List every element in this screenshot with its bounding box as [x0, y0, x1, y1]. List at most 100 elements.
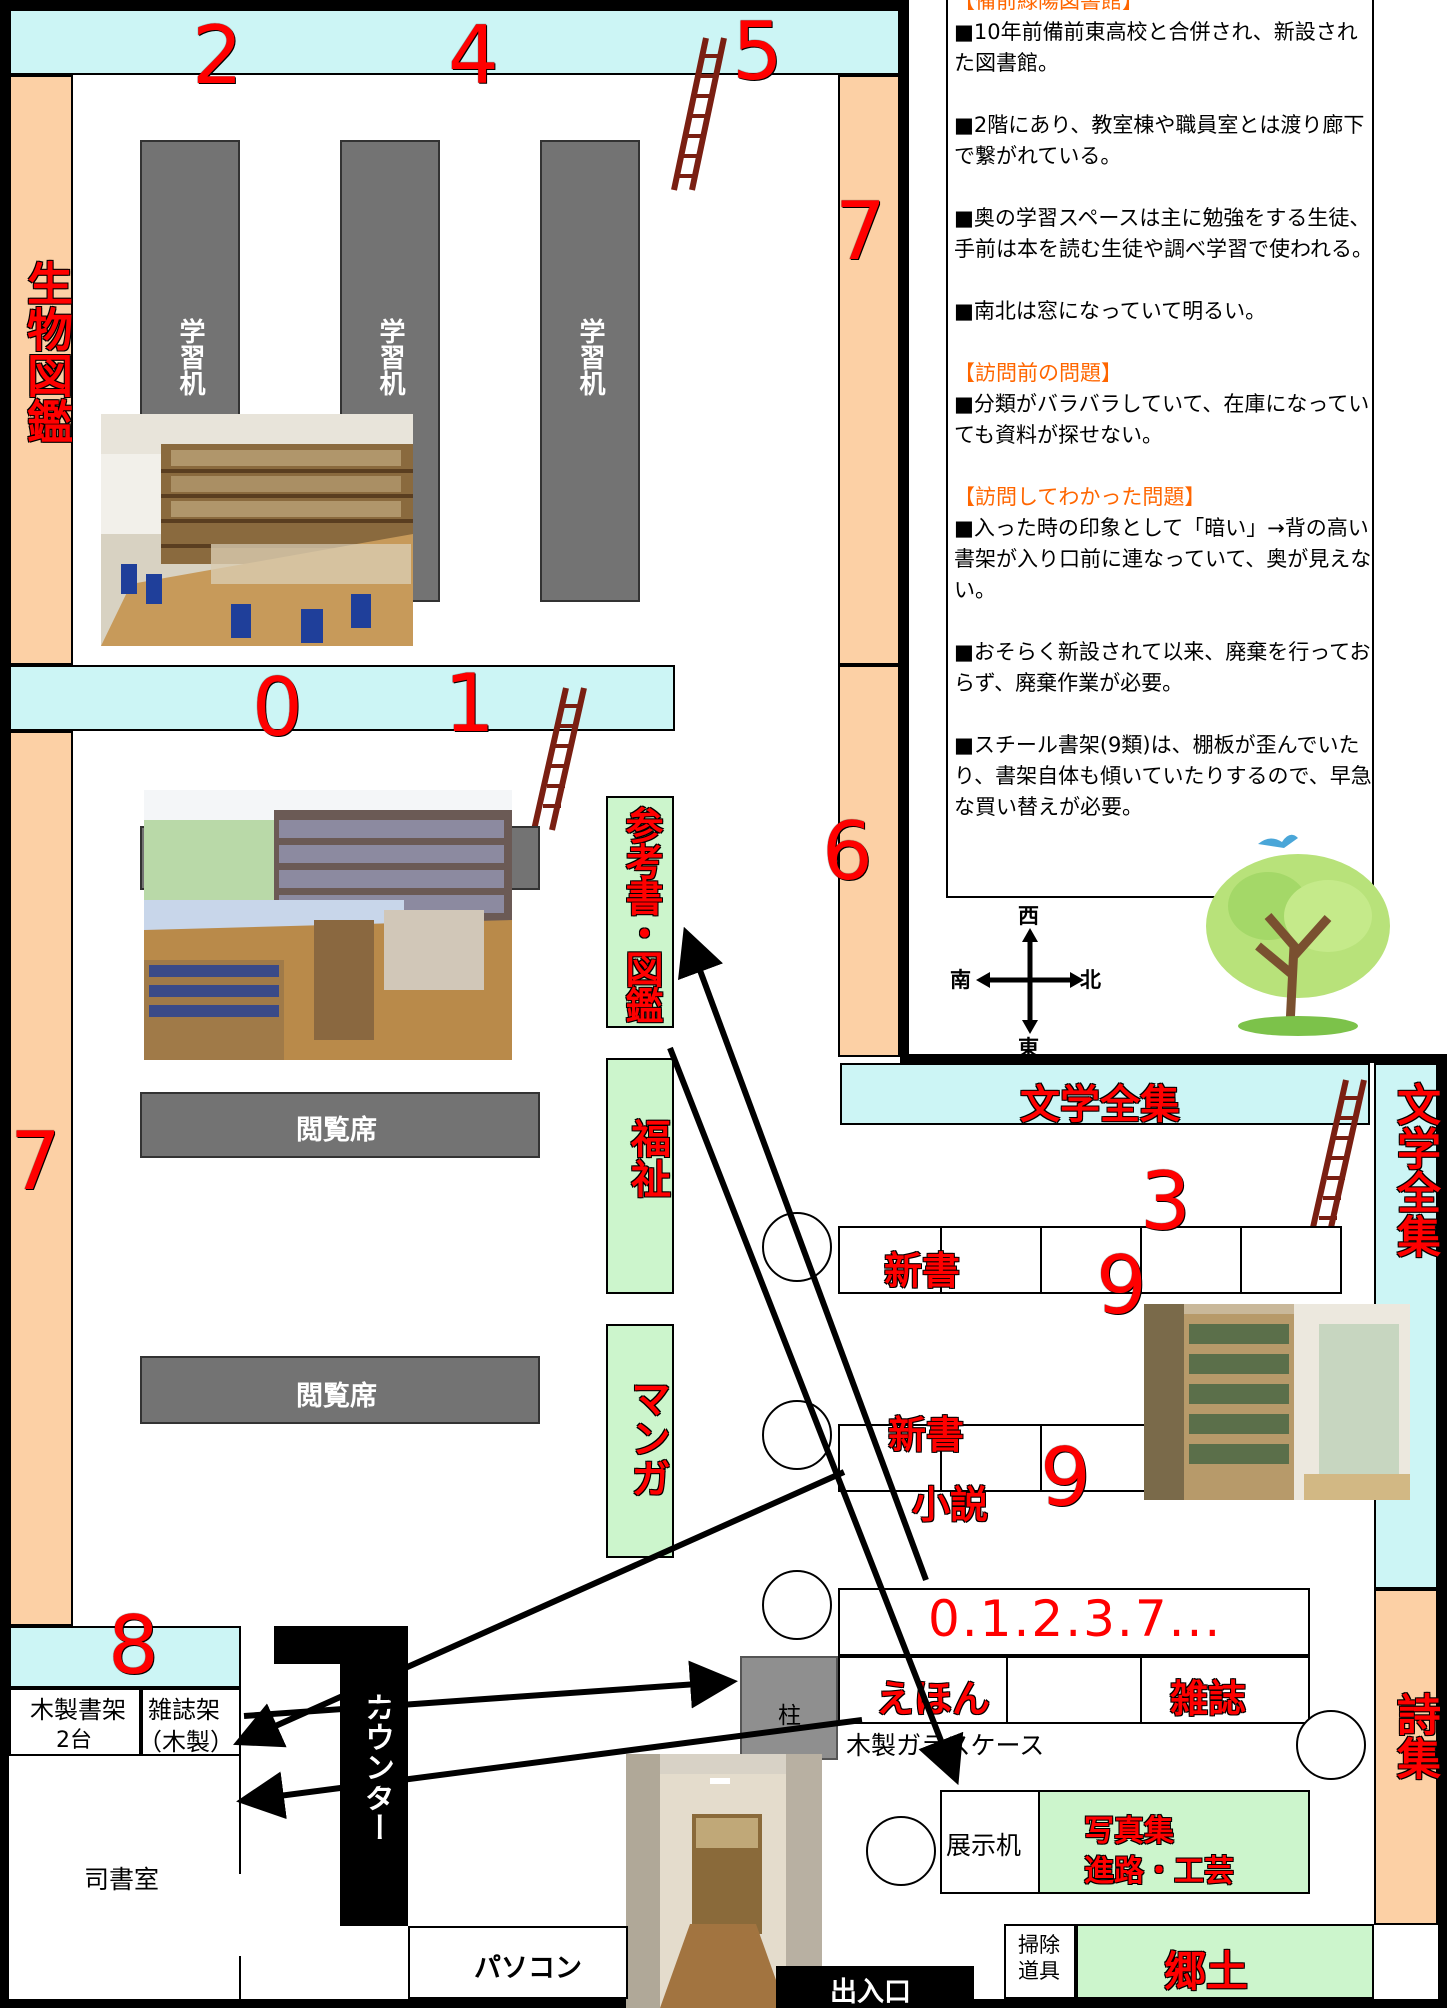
shelf-number-9-b: 9 — [1040, 1431, 1091, 1524]
shelf-literature-horizontal — [840, 1063, 1370, 1125]
counter — [340, 1626, 408, 1926]
notes-paragraph: ■奥の学習スペースは主に勉強をする生徒、手前は本を読む生徒や調べ学習で使われる。 — [954, 206, 1373, 261]
librarian-room-wall — [239, 1956, 241, 2000]
label-manga: マンガ — [624, 1378, 670, 1498]
notes-paragraph: ■10年前備前東高校と合併され、新設された図書館。 — [954, 20, 1358, 75]
pc-area — [408, 1926, 628, 1999]
notes-title: 【備前緑陽図書館】 — [954, 0, 1143, 13]
wood-shelf — [9, 1688, 141, 1756]
label-librarian-room: 司書室 — [84, 1865, 160, 1894]
study-desk-2-label: 学習机 — [375, 318, 405, 396]
shelf-number-7-left: 7 — [10, 1115, 61, 1208]
photo-reading-room — [144, 790, 512, 1060]
shelf-number-7-upper: 7 — [835, 185, 886, 278]
label-literature-horizontal: 文学全集 — [1020, 1082, 1180, 1128]
label-biology-guides: 生物図鑑 — [20, 260, 74, 444]
notes-paragraph: ■入った時の印象として「暗い」→背の高い書架が入り口前に連なっていて、奥が見えな… — [954, 516, 1372, 602]
display-desk-label-cell — [942, 1792, 1040, 1892]
label-poetry: 詩集 — [1389, 1692, 1440, 1780]
shelf-6 — [838, 665, 900, 1057]
label-general-nums: 0.1.2.3.7... — [928, 1590, 1223, 1648]
cleaning-tools-box — [1004, 1924, 1076, 1999]
notes-text: 【備前緑陽図書館】 ■10年前備前東高校と合併され、新設された図書館。 ■2階に… — [954, 0, 1374, 854]
label-welfare: 福祉 — [624, 1118, 670, 1198]
label-shinsho-1: 新書 — [884, 1249, 961, 1293]
shelf-picture-books-magazines — [838, 1656, 1310, 1724]
shelf-poetry — [1374, 1589, 1438, 1925]
shelf-number-6: 6 — [822, 805, 873, 898]
entrance[interactable] — [776, 1966, 974, 2008]
shelf-biology-guides — [9, 75, 73, 665]
label-pc: パソコン — [474, 1953, 582, 1984]
label-magazine-rack: 雑誌架 — [148, 1696, 220, 1724]
reading-seat-1-label: 閲覧席 — [296, 1115, 377, 1146]
notes-paragraph: ■分類がバラバラしていて、在庫になっていても資料が探せない。 — [954, 392, 1370, 447]
shelf-reference-guides — [606, 796, 674, 1028]
outer-wall-left — [0, 0, 9, 2008]
compass: 西 東 南 北 — [948, 900, 1118, 1060]
notes-box — [946, 0, 1374, 898]
shelf-cell — [942, 1426, 1042, 1490]
label-shinsho-2: 新書 — [888, 1413, 965, 1457]
shelf-cell — [1008, 1658, 1142, 1722]
label-entrance: 出入口 — [830, 1977, 911, 2008]
photo-steel-shelves — [1144, 1304, 1410, 1500]
label-cleaning-tools: 掃除道具 — [1018, 1933, 1060, 1983]
shelf-8 — [9, 1626, 241, 1688]
compass-east: 東 — [1018, 1036, 1039, 1060]
label-display-desk: 展示机 — [946, 1831, 1022, 1860]
shelf-7-upper — [838, 75, 900, 665]
shelf-number-3: 3 — [1140, 1155, 1191, 1248]
ladder-icon-5 — [671, 37, 727, 191]
notes-paragraph: ■おそらく新設されて以来、廃棄を行っておらず、廃棄作業が必要。 — [954, 640, 1371, 695]
ladder-icon-3 — [1309, 1079, 1367, 1233]
label-career-crafts: 進路・工芸 — [1084, 1854, 1234, 1889]
label-pillar: 柱 — [778, 1703, 801, 1729]
outer-wall-top — [0, 0, 908, 9]
notes-heading: 【訪問してわかった問題】 — [954, 485, 1206, 509]
shelf-number-9-a: 9 — [1096, 1239, 1147, 1332]
photo-study-space — [101, 414, 413, 646]
shelf-cell — [1042, 1228, 1142, 1292]
shelf-number-5: 5 — [732, 5, 783, 98]
notes-paragraph: ■2階にあり、教室棟や職員室とは渡り廊下で繋がれている。 — [954, 113, 1365, 168]
label-wood-shelf-count: 2台 — [56, 1728, 92, 1753]
shelf-manga — [606, 1324, 674, 1558]
shelf-cell — [840, 1228, 942, 1292]
label-counter: カウンター — [359, 1692, 394, 1842]
compass-west: 西 — [1018, 904, 1039, 928]
label-novel: 小説 — [912, 1483, 989, 1527]
photo-entrance — [626, 1754, 822, 2008]
study-desk-3-label: 学習机 — [575, 318, 605, 396]
reading-seat-2-label: 閲覧席 — [296, 1381, 377, 1412]
display-desk-photo-cell — [1040, 1792, 1308, 1892]
ladder-icon-1 — [531, 687, 587, 831]
column-circle — [762, 1400, 832, 1470]
label-magazine-rack-material: （木製） — [138, 1728, 234, 1756]
shelf-number-4: 4 — [448, 9, 499, 102]
shelf-cell — [840, 1658, 1008, 1722]
pillar — [740, 1656, 838, 1760]
display-desk — [940, 1790, 1310, 1894]
label-local-history: 郷土 — [1164, 1947, 1249, 1996]
shelf-number-1: 1 — [444, 657, 495, 750]
study-desk-1-label: 学習机 — [175, 318, 205, 396]
reading-seat-2 — [140, 1356, 540, 1424]
shelf-cell — [840, 1426, 942, 1490]
label-wood-shelf: 木製書架 — [30, 1696, 126, 1724]
shelf-number-0: 0 — [252, 661, 303, 754]
shelf-welfare — [606, 1058, 674, 1294]
shelf-shinsho-row1 — [838, 1226, 1342, 1294]
magazine-rack — [141, 1688, 241, 1756]
compass-north: 北 — [1080, 968, 1101, 992]
label-magazines: 雑誌 — [1170, 1677, 1247, 1721]
column-circle — [1296, 1710, 1366, 1780]
outer-wall-right-lower — [1438, 1054, 1447, 2008]
shelf-7-left — [9, 731, 73, 1626]
reading-seat-1 — [140, 1092, 540, 1158]
label-literature-vertical: 文学全集 — [1389, 1082, 1440, 1258]
notes-heading: 【訪問前の問題】 — [954, 361, 1122, 385]
shelf-number-8: 8 — [108, 1599, 159, 1692]
study-desk-3 — [540, 140, 640, 602]
